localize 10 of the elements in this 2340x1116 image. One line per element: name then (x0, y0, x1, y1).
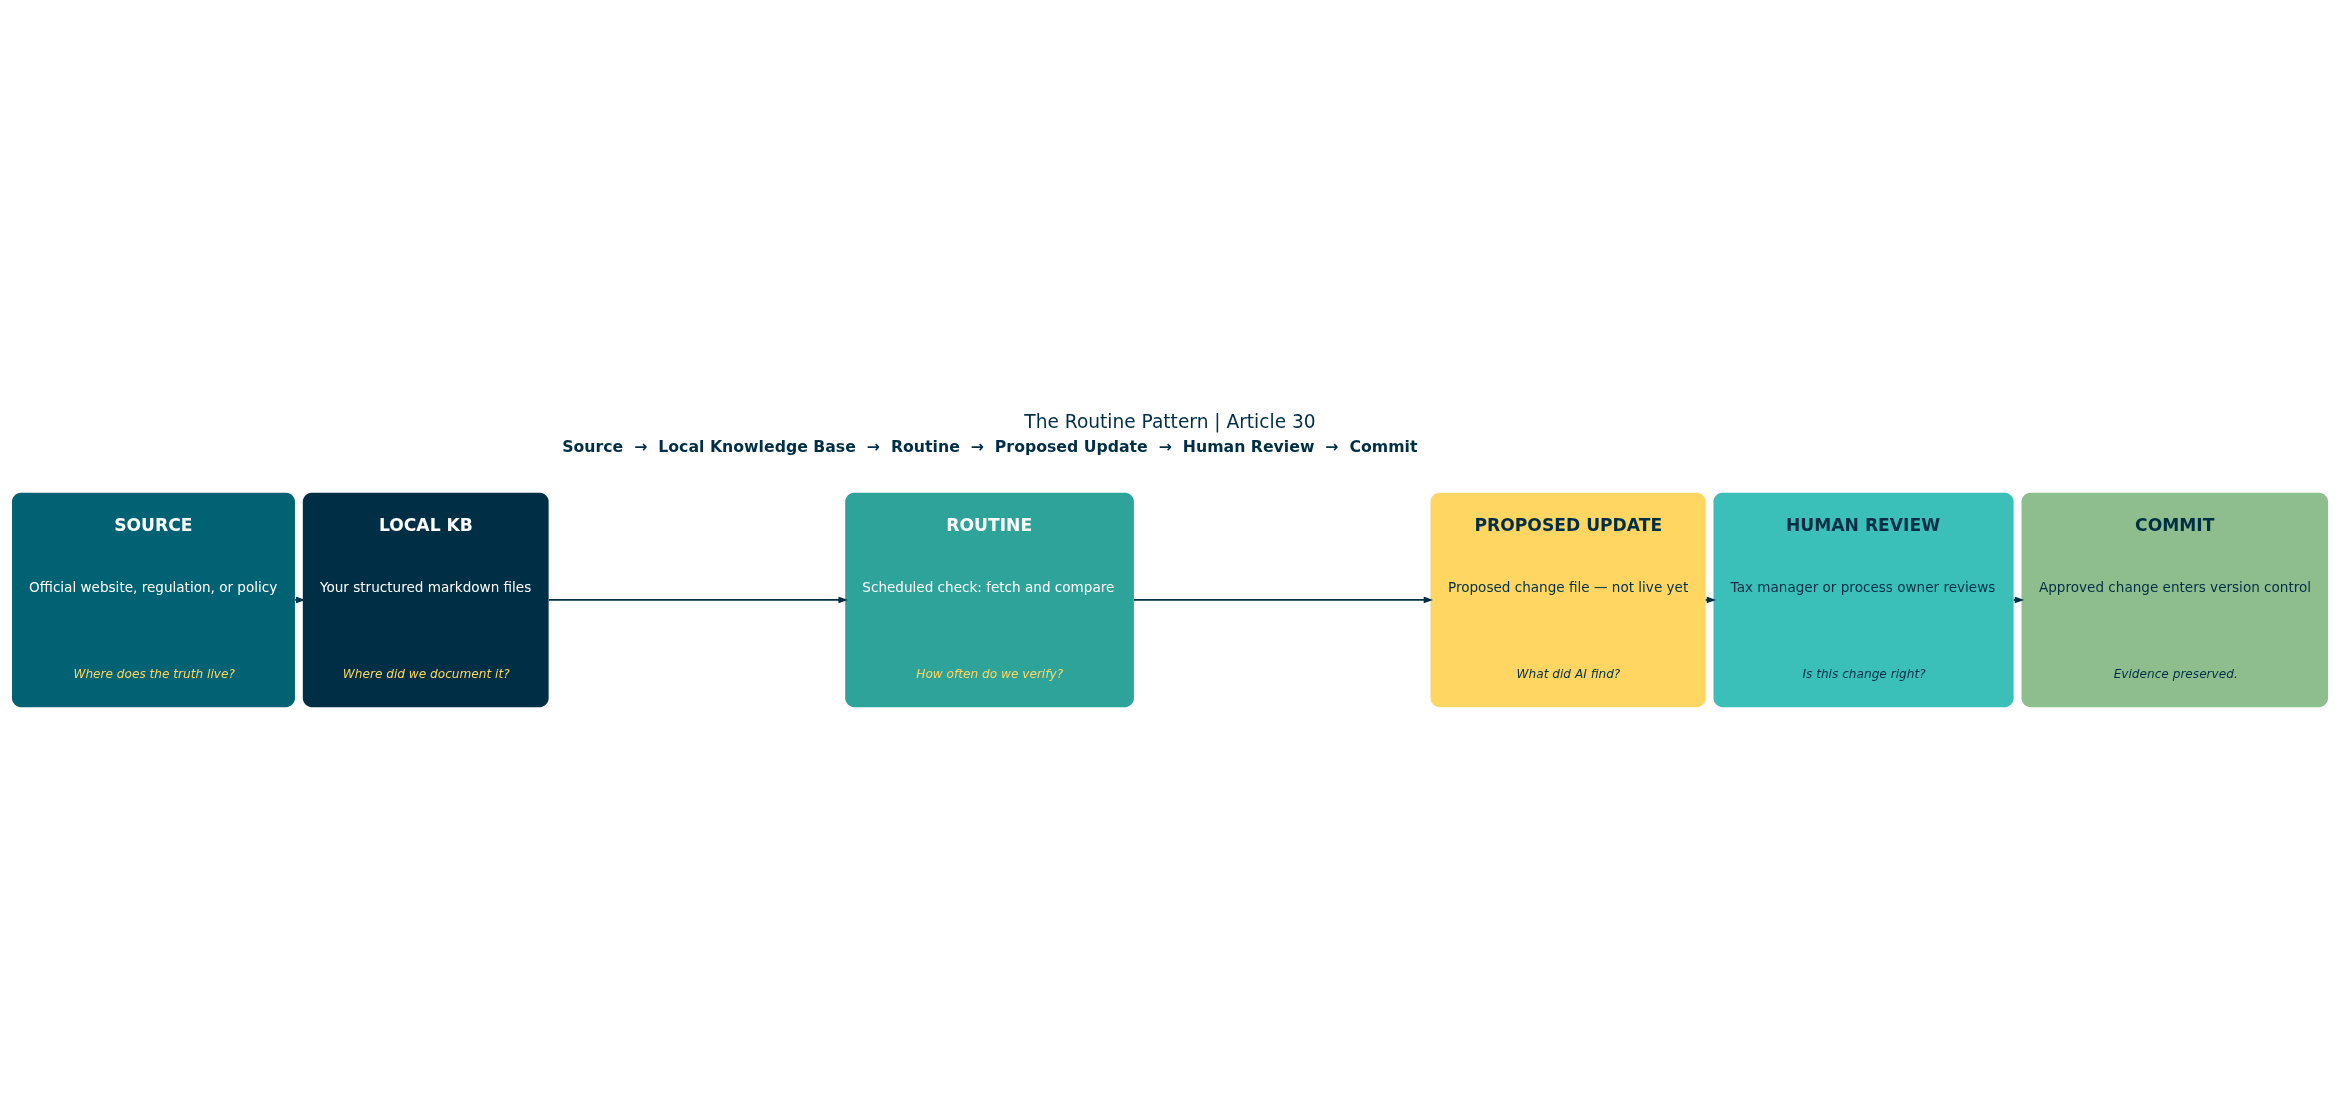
node-box: LOCAL KB Your structured markdown files Where did we document it? (302, 492, 549, 707)
node-box: ROUTINE Scheduled check: fetch and compare How often do we verify? (845, 492, 1134, 707)
diagram-title: The Routine Pattern | Article 30 (1024, 410, 1316, 432)
arrow (1133, 596, 1434, 603)
node-box: PROPOSED UPDATE Proposed change file — not live yet What did AI find? (1430, 492, 1706, 707)
label: Source → Local Knowledge Base → Routine → Proposed Update → Human Review → Commit (562, 436, 1418, 456)
node-box: SOURCE Official website, regulation, or policy Where does the truth live? (11, 492, 295, 707)
node-box: COMMIT Approved change enters version control Evidence preserved. (2021, 492, 2329, 707)
node-box: HUMAN REVIEW Tax manager or process owner reviews Is this change right? (1713, 492, 2014, 707)
arrow (547, 596, 848, 603)
